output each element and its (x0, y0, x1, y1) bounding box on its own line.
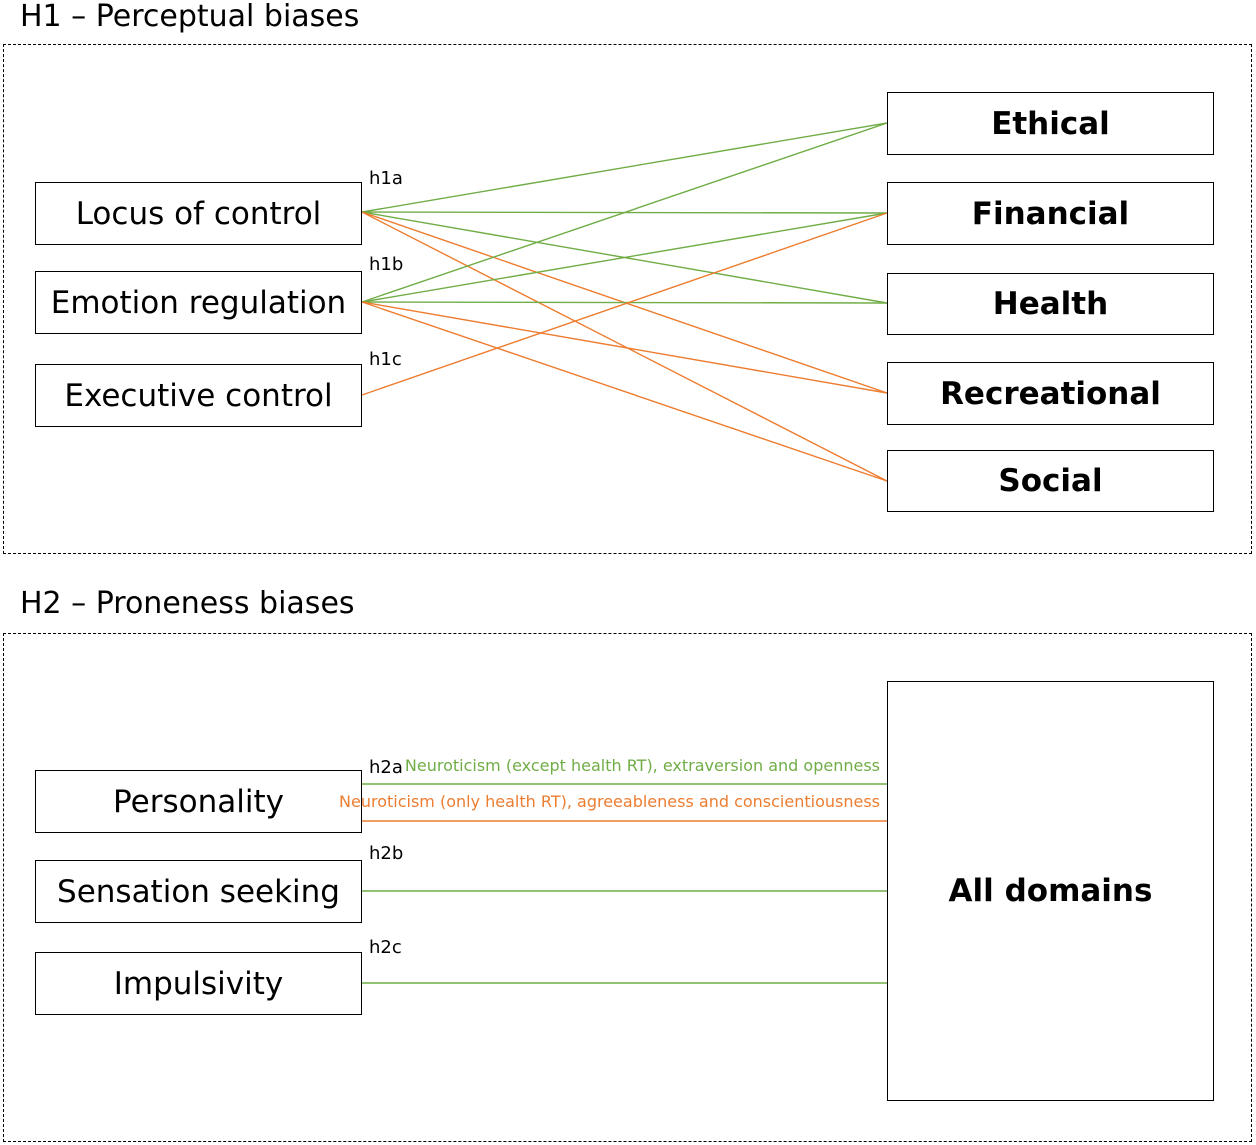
link-loc-ethical (361, 122, 888, 213)
hypothesis-label-h1b: h1b (369, 254, 404, 275)
hypothesis-label-h1c: h1c (369, 349, 402, 370)
domain-financial: Financial (887, 182, 1214, 245)
link-emo-financial (361, 212, 888, 303)
link-emo-social (361, 301, 888, 482)
personality-negative-note: Neuroticism (only health RT), agreeablen… (339, 792, 880, 811)
h1-title: H1 – Perceptual biases (20, 0, 360, 34)
predictor-locus-of-control: Locus of control (35, 182, 362, 245)
link-loc-social (361, 211, 888, 482)
hypothesis-label-h2b: h2b (369, 843, 404, 864)
hypothesis-label-h2c: h2c (369, 937, 402, 958)
target-all-domains: All domains (887, 681, 1214, 1101)
link-emo-recreational (361, 301, 888, 394)
link-emo-health (361, 301, 888, 304)
predictor-emotion-regulation: Emotion regulation (35, 271, 362, 334)
domain-social: Social (887, 450, 1214, 512)
link-exe-financial (361, 212, 888, 396)
predictor-sensation-seeking: Sensation seeking (35, 860, 362, 923)
personality-positive-note: Neuroticism (except health RT), extraver… (404, 756, 880, 775)
h2-frame (3, 633, 1252, 1142)
hypothesis-label-h2a: h2a (369, 757, 403, 778)
domain-ethical: Ethical (887, 92, 1214, 155)
link-emo-ethical (361, 122, 888, 303)
h1-frame (3, 44, 1252, 554)
h2-title: H2 – Proneness biases (20, 586, 355, 621)
predictor-impulsivity: Impulsivity (35, 952, 362, 1015)
domain-health: Health (887, 273, 1214, 335)
predictor-executive-control: Executive control (35, 364, 362, 427)
predictor-personality: Personality (35, 770, 362, 833)
hypothesis-label-h1a: h1a (369, 168, 403, 189)
domain-recreational: Recreational (887, 362, 1214, 425)
